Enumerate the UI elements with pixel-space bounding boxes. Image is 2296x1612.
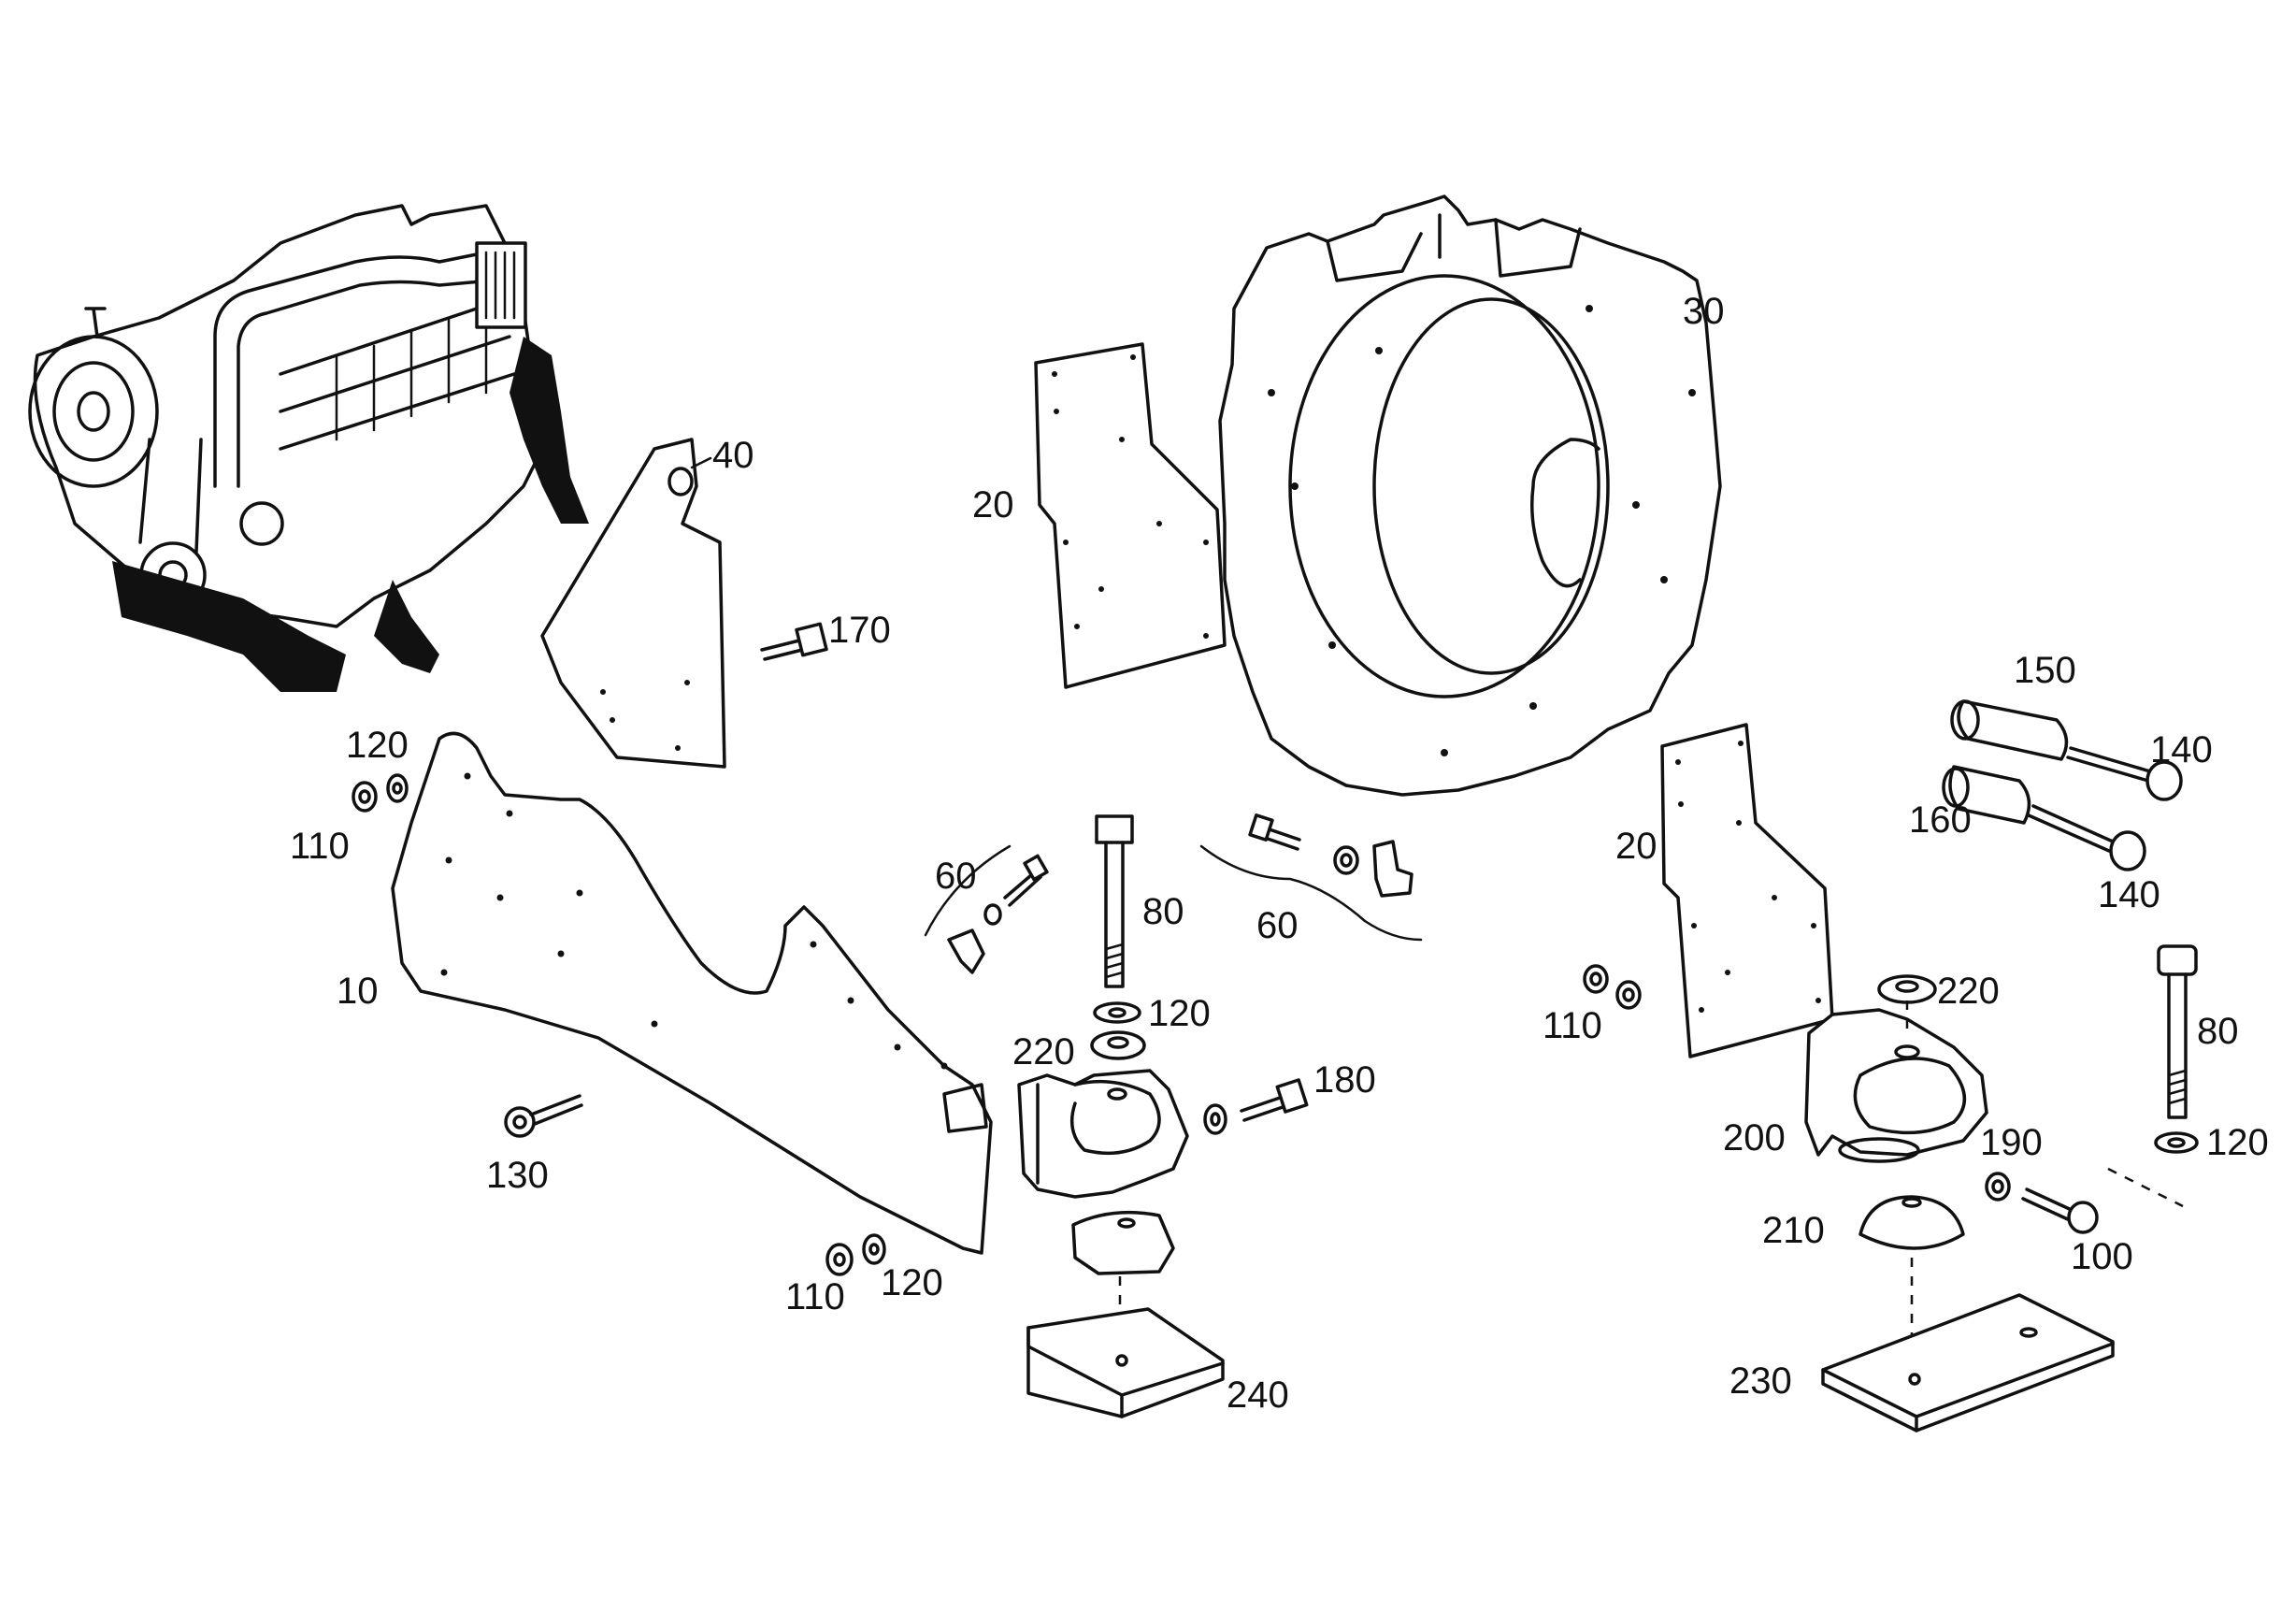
callout-120-d: 120 xyxy=(2206,1122,2269,1163)
callout-110-c: 110 xyxy=(1543,1005,1602,1046)
callout-10: 10 xyxy=(337,971,379,1012)
pad-240 xyxy=(1026,1307,1225,1418)
washer-left-small xyxy=(1203,1103,1227,1135)
callout-130: 130 xyxy=(486,1155,549,1196)
callout-labels: 10 20 20 30 40 60 60 80 80 100 110 110 1… xyxy=(290,291,2269,1416)
washer-120-b xyxy=(862,1233,886,1265)
callout-80-right: 80 xyxy=(2197,1011,2239,1052)
washer-right-small xyxy=(1985,1172,2011,1202)
callout-200: 200 xyxy=(1723,1117,1786,1159)
bolt-130 xyxy=(504,1094,583,1138)
callout-170: 170 xyxy=(828,610,891,651)
callout-40: 40 xyxy=(712,435,754,476)
callout-100: 100 xyxy=(2071,1236,2133,1277)
plate-20-lower xyxy=(1660,723,1834,1058)
clip-60-a xyxy=(924,844,1049,974)
plate-20-upper xyxy=(1034,342,1227,689)
callout-110-b: 110 xyxy=(785,1276,845,1317)
callout-180: 180 xyxy=(1313,1059,1376,1101)
rubber-block-left xyxy=(1071,1210,1175,1275)
nut-110-a xyxy=(352,781,378,813)
callout-240: 240 xyxy=(1227,1375,1289,1416)
callout-20-upper: 20 xyxy=(972,484,1014,525)
ring-220-a xyxy=(1090,1030,1146,1060)
callout-160: 160 xyxy=(1909,799,1972,841)
bolt-140-a xyxy=(2066,746,2183,801)
pad-230 xyxy=(1821,1293,2115,1432)
bolt-140-b xyxy=(2027,804,2146,871)
callout-110-a: 110 xyxy=(290,826,350,867)
callout-140-a: 140 xyxy=(2150,729,2213,770)
callout-60-left: 60 xyxy=(935,856,977,897)
callout-120-a: 120 xyxy=(346,725,409,766)
plate-10 xyxy=(391,731,993,1255)
bracket-40 xyxy=(540,438,726,769)
bolt-100 xyxy=(2021,1187,2099,1234)
callout-230: 230 xyxy=(1729,1360,1792,1402)
sleeve-150 xyxy=(1950,699,2069,761)
clip-60-b xyxy=(1199,813,1423,942)
washer-120-d xyxy=(2154,1131,2199,1154)
ring-220-b xyxy=(1877,974,1937,1004)
rubber-cone-210 xyxy=(1858,1195,1965,1250)
callout-120-b: 120 xyxy=(881,1262,943,1303)
callout-150: 150 xyxy=(2014,650,2076,691)
sleeve-160 xyxy=(1942,765,2031,825)
callout-220-right: 220 xyxy=(1937,971,2000,1012)
washer-120-c xyxy=(1093,1001,1141,1024)
bolt-80-b xyxy=(2157,944,2198,1119)
bolt-180 xyxy=(1240,1078,1309,1122)
callout-140-b: 140 xyxy=(2098,874,2160,915)
callout-30: 30 xyxy=(1683,291,1725,332)
callout-210: 210 xyxy=(1762,1210,1825,1251)
bell-housing-30 xyxy=(1218,194,1722,797)
callout-190: 190 xyxy=(1980,1122,2043,1163)
callout-220-left: 220 xyxy=(1012,1031,1075,1072)
bolt-170 xyxy=(760,622,828,661)
callout-60-right: 60 xyxy=(1256,905,1299,946)
callout-80-left: 80 xyxy=(1142,891,1184,932)
engine-assembly xyxy=(28,204,589,692)
nut-110-b xyxy=(825,1243,854,1276)
mount-bracket-right xyxy=(1804,1008,1988,1163)
nut-110-c xyxy=(1583,964,1642,1010)
bolt-80-a xyxy=(1095,814,1134,988)
callout-120-c: 120 xyxy=(1148,993,1211,1034)
mount-bracket-left xyxy=(1017,1069,1189,1199)
washer-120-a xyxy=(386,773,409,803)
callout-20-lower: 20 xyxy=(1615,826,1657,867)
